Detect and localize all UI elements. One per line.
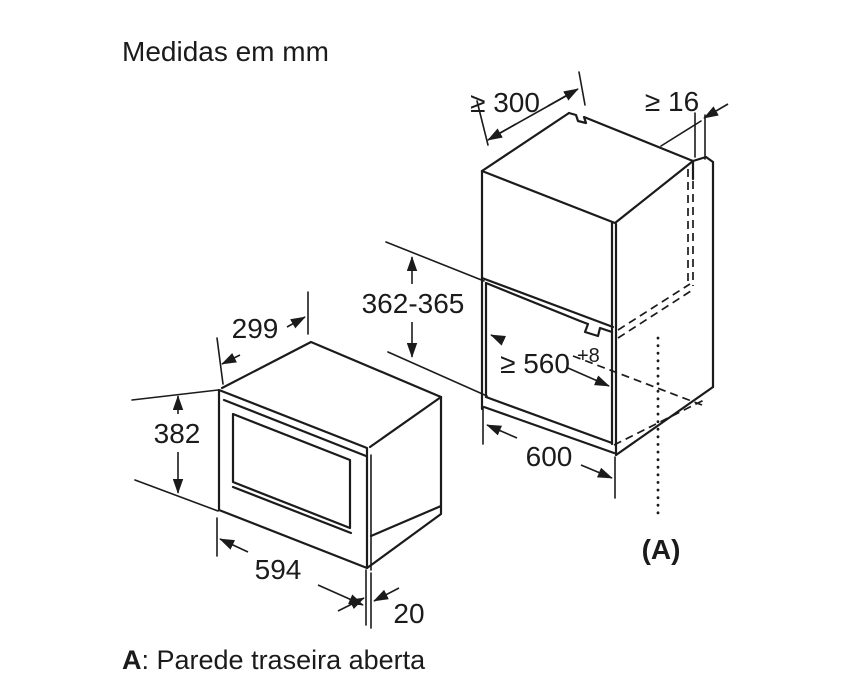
dim-arrow — [337, 597, 365, 612]
dim-label-min-top-depth: ≥ 300 — [470, 87, 540, 118]
cabinet-top-right-edge — [613, 159, 695, 225]
dim-appliance-depth: 299 — [216, 291, 309, 385]
appliance-door-top-bevel — [222, 398, 368, 458]
appliance-drawing — [217, 340, 443, 571]
dim-label-cabinet-width: 600 — [526, 441, 573, 472]
footnote-key: A — [122, 645, 142, 675]
cabinet-drawing — [480, 111, 715, 522]
dim-label-appliance-depth: 299 — [232, 313, 279, 344]
cabinet-front-top-edge — [480, 169, 617, 225]
cabinet-right-panel-top — [691, 155, 715, 164]
cabinet-top-left-edge — [480, 111, 571, 173]
niche-ceiling-front-edge — [480, 276, 615, 329]
dim-arrow — [486, 424, 518, 439]
dim-arrow — [221, 352, 241, 365]
dim-label-min-niche-width: ≥ 560 — [500, 348, 570, 379]
dim-appliance-width: 594 — [216, 517, 367, 626]
dim-arrow — [703, 103, 729, 119]
appliance-window-bevel — [231, 485, 353, 535]
footnote-text: : Parede traseira aberta — [142, 645, 427, 675]
hidden-ceiling-right-edge — [617, 288, 695, 339]
dim-arrow — [373, 587, 400, 602]
dim-arrow — [490, 334, 507, 346]
dim-arrow — [487, 123, 517, 141]
dim-label-niche-height: 362-365 — [362, 288, 465, 319]
dim-appliance-height: 382 — [131, 389, 219, 512]
dim-cabinet-width: 600 — [482, 407, 616, 499]
dim-min-side-thickness: ≥ 16 — [645, 86, 729, 160]
dim-label-door-protrusion: 20 — [393, 598, 424, 629]
dim-label-appliance-width: 594 — [255, 554, 302, 585]
hidden-ceiling-right-edge — [617, 283, 691, 331]
appliance-base-band — [369, 504, 443, 538]
dim-tick — [476, 100, 489, 146]
dim-extension — [385, 241, 485, 282]
dim-label-appliance-height: 382 — [154, 418, 201, 449]
dim-tick — [578, 71, 586, 106]
hidden-back-bottom-edge — [572, 355, 703, 406]
dim-arrow — [219, 538, 249, 553]
footnote: A: Parede traseira aberta — [122, 645, 426, 675]
cabinet-back-top-edge-notch — [567, 111, 695, 163]
appliance-top-right-edge — [368, 395, 443, 449]
dim-extension — [134, 479, 219, 512]
appliance-door-window — [231, 412, 352, 530]
dim-min-niche-width: ≥ 560 +8 — [490, 334, 610, 387]
open-back-marker-label: (A) — [642, 534, 681, 565]
dim-line — [660, 120, 702, 147]
dim-arrow — [286, 316, 306, 329]
dim-niche-height: 362-365 — [362, 241, 488, 397]
dim-label-niche-width-tolerance: +8 — [577, 345, 600, 367]
hidden-floor-right-edge — [613, 399, 705, 446]
dim-arrow — [580, 464, 613, 479]
dim-arrow — [547, 88, 579, 107]
page-title: Medidas em mm — [122, 36, 329, 67]
dim-min-top-depth: ≥ 300 — [470, 71, 586, 146]
niche-floor-front-edge — [482, 405, 616, 455]
niche-floor-top-edge — [484, 395, 614, 445]
dim-tick — [216, 337, 224, 385]
dim-arrow — [567, 367, 610, 387]
niche-ceiling-inner-edge-notch — [484, 281, 614, 338]
appliance-top-face — [220, 340, 443, 399]
dim-door-protrusion: 20 — [337, 572, 425, 629]
dim-label-min-side-thickness: ≥ 16 — [645, 86, 699, 117]
cabinet-right-bottom-edge — [614, 385, 715, 457]
dim-extension — [387, 351, 488, 397]
dim-extension — [131, 389, 219, 401]
